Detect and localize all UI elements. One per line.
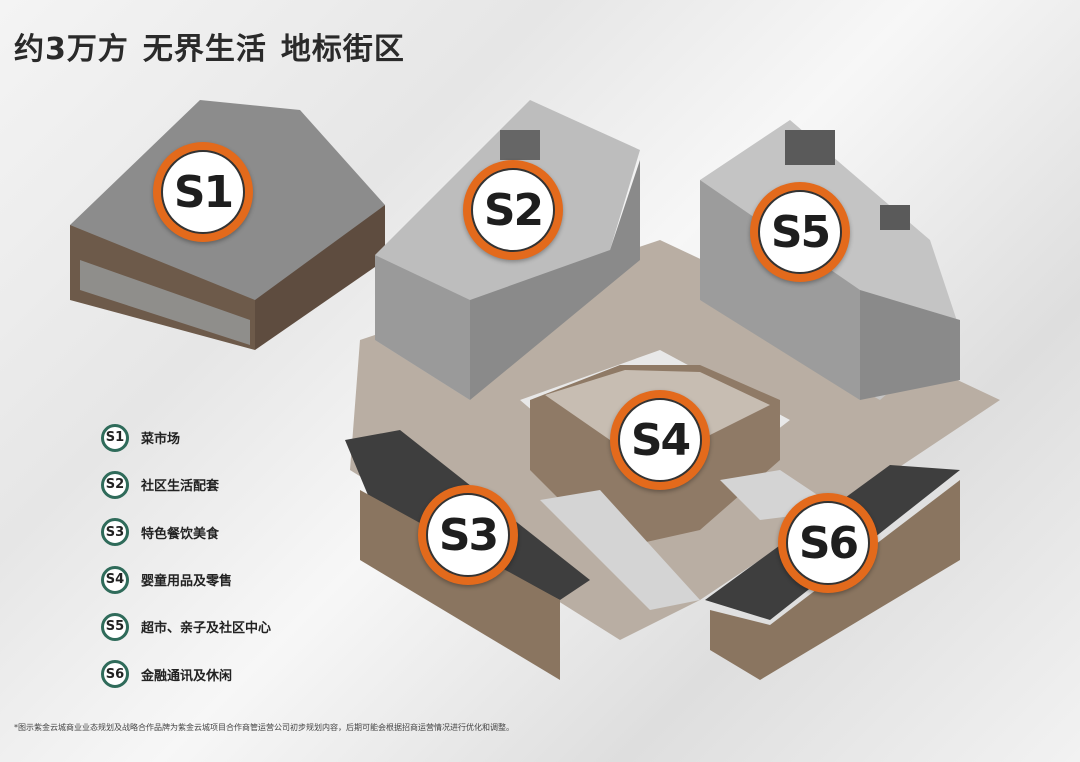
legend-label: 特色餐饮美食: [141, 526, 220, 542]
legend-badge: S5: [101, 612, 129, 641]
legend-item: S3 特色餐饮美食: [101, 509, 271, 556]
badge-s2: S2: [463, 160, 563, 260]
badge-label: S4: [618, 398, 702, 482]
legend-item: S6 金融通讯及休闲: [101, 650, 271, 697]
legend-label: 超市、亲子及社区中心: [141, 621, 272, 637]
title-area: 约3万方: [14, 32, 129, 67]
legend-badge: S1: [101, 423, 129, 452]
badge-s6: S6: [778, 493, 878, 593]
building-s5: [700, 120, 960, 400]
walkway: [540, 490, 700, 610]
legend-item: S2 社区生活配套: [101, 461, 271, 508]
legend-label: 婴童用品及零售: [141, 574, 233, 590]
legend-label: 菜市场: [141, 432, 181, 448]
legend-item: S1 菜市场: [101, 414, 271, 461]
legend-badge: S3: [101, 518, 129, 547]
badge-label: S5: [758, 190, 842, 274]
title-landmark: 地标街区: [280, 32, 405, 67]
legend-badge: S2: [101, 470, 129, 499]
badge-label: S2: [471, 168, 555, 252]
title-slogan: 无界生活: [142, 32, 267, 67]
legend-item: S5 超市、亲子及社区中心: [101, 603, 271, 650]
badge-s4: S4: [610, 390, 710, 490]
footnote: *图示紫金云城商业业态规划及战略合作品牌为紫金云城项目合作商管运营公司初步规划内…: [14, 723, 514, 732]
badge-s1: S1: [153, 142, 253, 242]
legend-label: 金融通讯及休闲: [141, 668, 233, 684]
badge-label: S3: [426, 493, 510, 577]
legend-badge: S4: [101, 565, 129, 594]
legend: S1 菜市场 S2 社区生活配套 S3 特色餐饮美食 S4 婴童用品及零售 S5 超市、亲…: [101, 414, 271, 698]
page-title: 约3万方无界生活地标街区: [14, 24, 419, 68]
badge-label: S6: [786, 501, 870, 585]
badge-s5: S5: [750, 182, 850, 282]
badge-s3: S3: [418, 485, 518, 585]
badge-label: S1: [161, 150, 245, 234]
legend-label: 社区生活配套: [141, 479, 220, 495]
legend-item: S4 婴童用品及零售: [101, 556, 271, 603]
legend-badge: S6: [101, 660, 129, 689]
